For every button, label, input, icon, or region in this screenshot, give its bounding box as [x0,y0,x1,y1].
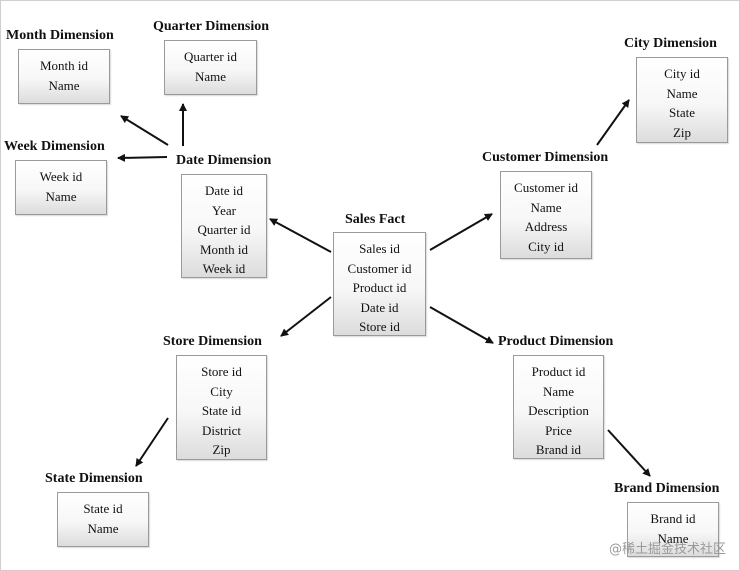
arrow-sales-to-product [429,306,494,344]
field-name: Name [530,199,562,215]
arrow-sales-to-customer [429,213,493,251]
brand-dimension-title: Brand Dimension [614,481,720,496]
field-state-id: State id [201,403,242,418]
field-week-id: Week id [202,261,246,276]
store-dimension-table: Store id City State id District Zip [176,355,267,460]
field-customer-id: Customer id [347,260,412,276]
field-brand-id: Brand id [535,442,582,457]
field-date-id: Date id [360,299,399,315]
field-name: Name [45,188,77,204]
sales-fact-table: Sales id Customer id Product id Date id … [333,232,426,336]
field-name: Name [657,530,689,546]
quarter-dimension-title: Quarter Dimension [153,19,270,34]
arrow-date-to-month [120,115,169,146]
field-name: Name [666,85,698,101]
field-name: Name [87,520,119,536]
product-dimension-table: Product id Name Description Price Brand … [513,355,604,459]
city-dimension-table: City id Name State Zip [636,57,728,143]
field-name: Name [48,77,80,93]
field-brand-id: Brand id [650,511,696,526]
arrow-date-to-week [117,153,168,162]
month-dimension-table: Month id Name [18,49,110,104]
field-description: Description [528,403,589,418]
product-dimension-title: Product Dimension [498,334,614,349]
field-zip: Zip [672,124,692,140]
date-dimension-table: Date id Year Quarter id Month id Week id [181,174,267,278]
field-quarter-id: Quarter id [197,222,251,237]
field-address: Address [524,219,568,234]
field-date-id: Date id [205,183,243,198]
brand-dimension-table: Brand id Name [627,502,719,557]
field-week-id: Week id [39,169,83,184]
month-dimension-title: Month Dimension [6,28,114,43]
city-dimension-title: City Dimension [624,36,717,51]
field-store-id: Store id [359,319,400,334]
field-district: District [202,422,241,438]
field-sales-id: Sales id [359,241,400,256]
field-city-id: City id [528,238,564,254]
quarter-dimension-table: Quarter id Name [164,40,257,95]
arrow-sales-to-date [269,218,332,253]
arrow-customer-to-city [596,99,630,146]
watermark-text: @稀土掘金技术社区 [608,542,726,557]
field-quarter-id: Quarter id [183,49,238,64]
field-city-id: City id [664,66,700,81]
arrow-store-to-state [135,417,169,467]
arrow-product-to-brand [607,429,651,477]
state-dimension-title: State Dimension [45,471,143,486]
field-zip: Zip [212,442,231,457]
field-name: Name [194,68,227,84]
state-dimension-table: State id Name [57,492,149,547]
date-dimension-title: Date Dimension [176,153,272,168]
store-dimension-title: Store Dimension [163,334,262,349]
customer-dimension-table: Customer id Name Address City id [500,171,592,259]
field-month-id: Month id [39,58,89,73]
sales-fact-title: Sales Fact [345,212,406,227]
field-year: Year [212,202,236,218]
field-month-id: Month id [199,241,249,257]
arrow-sales-to-store [280,296,332,337]
field-state: State [669,105,695,120]
field-city: City [210,383,233,399]
field-name: Name [542,383,575,399]
week-dimension-table: Week id Name [15,160,107,215]
field-state-id: State id [83,501,123,516]
field-product-id: Product id [352,280,407,295]
week-dimension-title: Week Dimension [4,139,105,154]
field-store-id: Store id [201,364,242,379]
field-price: Price [545,422,572,438]
field-customer-id: Customer id [514,180,578,195]
customer-dimension-title: Customer Dimension [482,150,609,165]
field-product-id: Product id [531,364,586,379]
